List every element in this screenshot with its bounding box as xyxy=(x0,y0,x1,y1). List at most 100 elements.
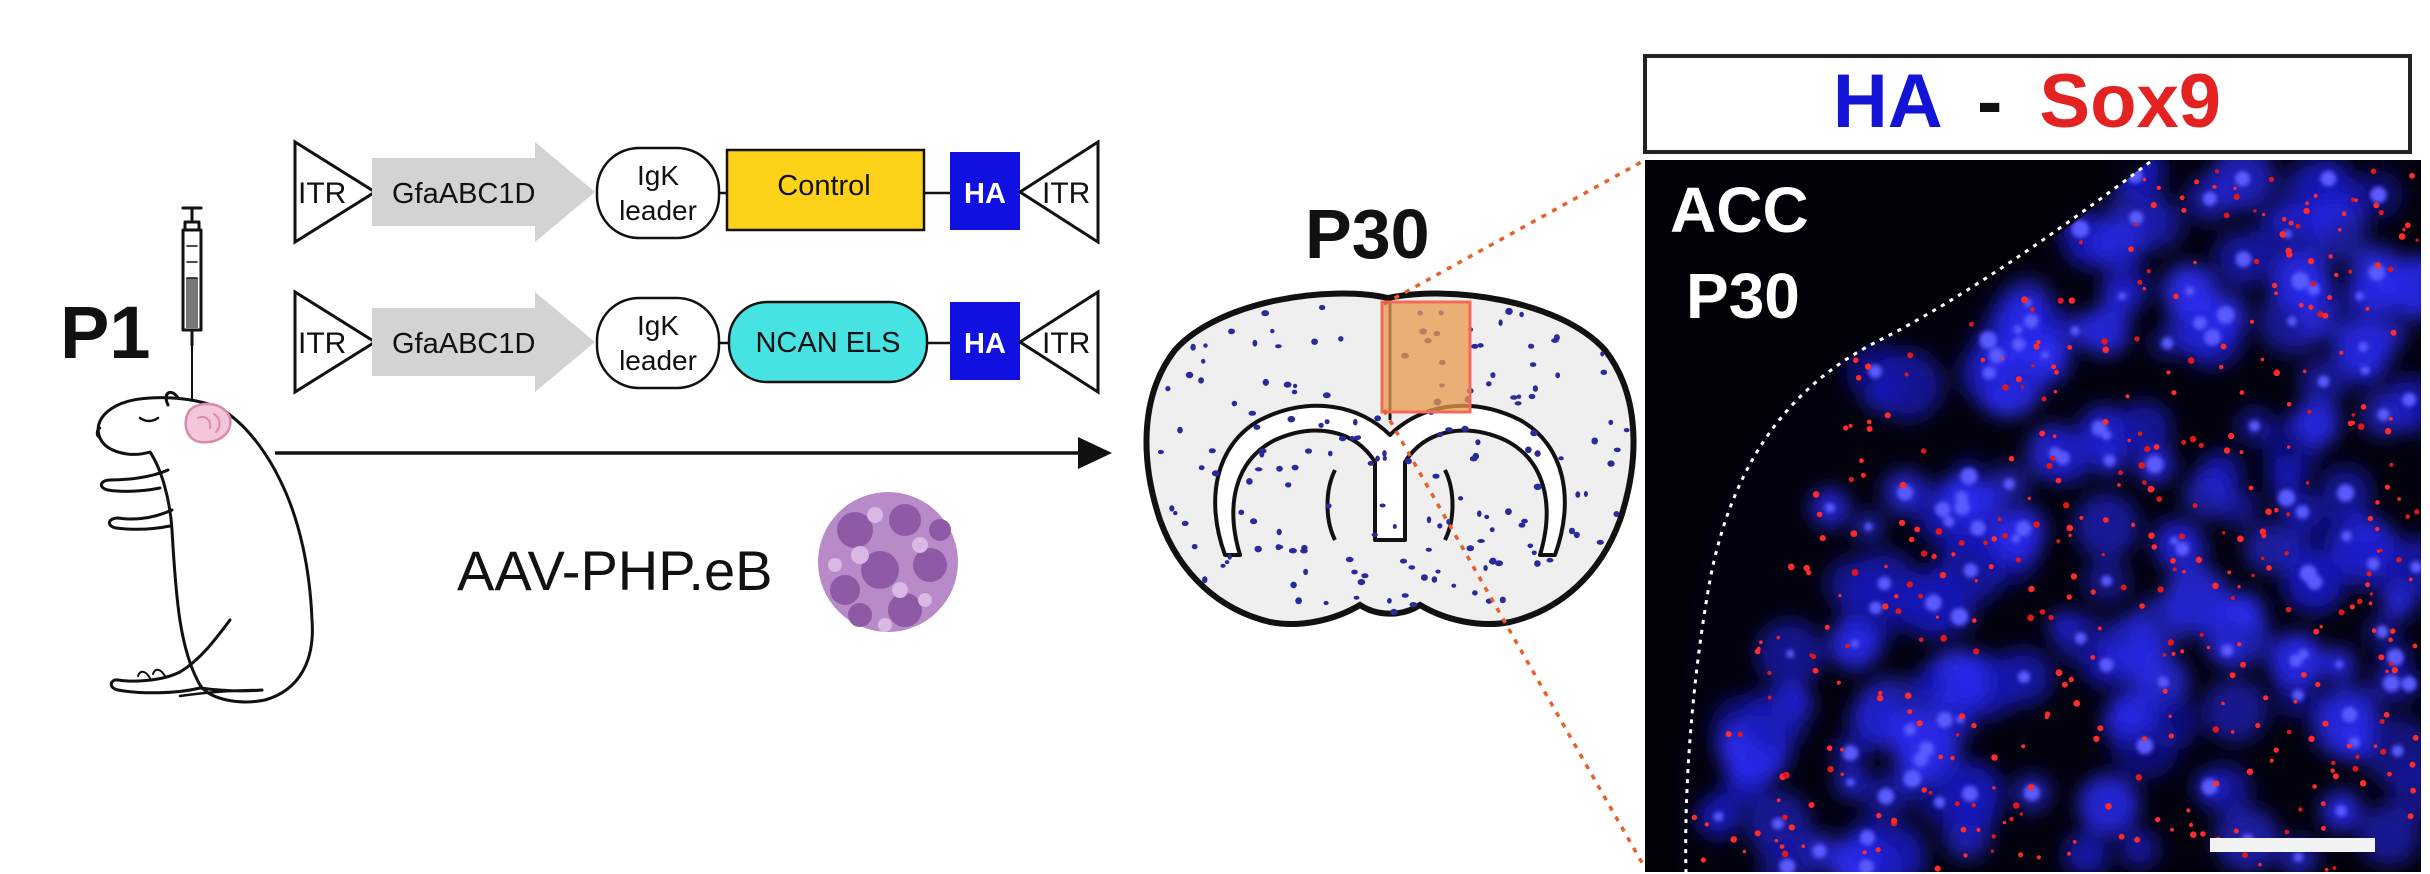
sox9-nucleus xyxy=(2356,598,2363,605)
sox9-nucleus xyxy=(2360,404,2367,410)
sox9-nucleus xyxy=(1836,680,1841,685)
cell-dot xyxy=(1533,483,1542,490)
itr-left-shape xyxy=(293,289,378,395)
sox9-nucleus xyxy=(2036,855,2041,860)
sox9-nucleus xyxy=(2102,419,2109,425)
ha-signal-blob xyxy=(1913,667,1946,700)
sox9-nucleus xyxy=(1827,766,1834,773)
sox9-nucleus xyxy=(2179,533,2185,540)
sox9-nucleus xyxy=(2313,628,2320,635)
sox9-nucleus xyxy=(2070,573,2078,580)
sox9-nucleus xyxy=(2155,816,2161,823)
sox9-nucleus xyxy=(2190,831,2197,838)
cell-dot xyxy=(1471,343,1479,349)
sox9-nucleus xyxy=(1991,536,1997,542)
ha-signal-core xyxy=(1772,817,1784,830)
sox9-nucleus xyxy=(2352,765,2359,772)
ha-signal-core xyxy=(1869,601,1883,615)
sox9-nucleus xyxy=(2298,807,2303,812)
cell-dot xyxy=(1498,319,1503,327)
sox9-nucleus xyxy=(2389,462,2394,467)
ha-signal-core xyxy=(1877,576,1892,591)
sox9-nucleus xyxy=(2380,748,2387,755)
sox9-nucleus xyxy=(2412,643,2418,649)
ha-signal-core xyxy=(2336,484,2355,502)
sox9-nucleus xyxy=(2346,743,2352,749)
age-label: P30 xyxy=(1686,260,1800,332)
sox9-nucleus xyxy=(2369,592,2373,596)
ha-signal-blob xyxy=(2203,678,2268,743)
cell-dot xyxy=(1420,574,1428,581)
ha-signal-core xyxy=(1955,491,1969,504)
cell-dot xyxy=(1262,378,1270,386)
itr-right-label: ITR xyxy=(1042,327,1090,360)
sox9-nucleus xyxy=(2166,370,2171,375)
cell-dot xyxy=(1532,385,1538,392)
ha-signal-blob xyxy=(1984,385,2014,414)
cell-dot xyxy=(1495,560,1503,567)
cell-dot xyxy=(1489,527,1495,533)
sox9-nucleus xyxy=(2139,603,2145,609)
sox9-nucleus xyxy=(1884,564,1888,569)
sox9-nucleus xyxy=(1992,786,1996,790)
sox9-nucleus xyxy=(2028,585,2035,593)
sox9-nucleus xyxy=(2263,695,2269,701)
sox9-nucleus xyxy=(2286,512,2291,517)
sox9-nucleus xyxy=(2373,202,2380,209)
sox9-nucleus xyxy=(2142,177,2147,182)
cell-dot xyxy=(1379,503,1386,508)
sox9-nucleus xyxy=(1756,646,1761,651)
ha-signal-core xyxy=(2221,644,2234,657)
sox9-nucleus xyxy=(2056,539,2061,544)
sox9-nucleus xyxy=(2057,297,2064,304)
sox9-nucleus xyxy=(2200,831,2206,837)
ha-signal-blob xyxy=(2116,401,2172,456)
sox9-nucleus xyxy=(2008,455,2015,462)
sox9-nucleus xyxy=(2033,521,2040,528)
sox9-nucleus xyxy=(1737,731,1743,738)
cell-dot xyxy=(1390,608,1398,616)
sox9-nucleus xyxy=(2015,557,2022,563)
ha-signal-core xyxy=(2235,171,2251,187)
ha-signal-core xyxy=(2003,478,2015,490)
sox9-nucleus xyxy=(2286,729,2292,735)
sox9-nucleus xyxy=(2213,780,2220,787)
sox9-nucleus xyxy=(2050,455,2056,461)
sox9-nucleus xyxy=(2212,726,2220,733)
sox9-nucleus xyxy=(2351,197,2356,202)
cell-dot xyxy=(1254,545,1262,553)
cell-dot xyxy=(1338,336,1344,342)
ha-signal-core xyxy=(2129,210,2144,226)
itr-right-shape xyxy=(1017,289,1100,395)
ha-signal-core xyxy=(2287,316,2297,326)
cell-dot xyxy=(1477,539,1485,543)
sox9-nucleus xyxy=(1891,817,1898,824)
sox9-nucleus xyxy=(1931,553,1937,560)
ha-signal-core xyxy=(2335,660,2344,669)
sox9-nucleus xyxy=(2390,329,2397,336)
sox9-nucleus xyxy=(2015,376,2022,383)
sox9-nucleus xyxy=(2120,584,2127,591)
sox9-nucleus xyxy=(2219,364,2224,370)
sox9-nucleus xyxy=(1812,491,1820,498)
ha-signal-core xyxy=(1864,522,1873,531)
sox9-nucleus xyxy=(2027,614,2034,622)
sox9-nucleus xyxy=(2206,645,2211,650)
sox9-nucleus xyxy=(1826,745,1833,751)
ha-signal-core xyxy=(2103,454,2116,467)
construct-control: ITR GfaABC1D IgK leader Control HA ITR xyxy=(293,139,1100,245)
sox9-nucleus xyxy=(1988,564,1994,570)
cell-dot xyxy=(1499,596,1506,604)
sox9-nucleus xyxy=(2173,293,2179,300)
sox9-nucleus xyxy=(2195,556,2203,564)
promoter-arrow xyxy=(372,292,595,392)
sox9-nucleus xyxy=(2273,747,2279,753)
ha-signal-core xyxy=(1935,501,1951,518)
sox9-nucleus xyxy=(2031,364,2035,368)
cell-dot xyxy=(1475,439,1481,446)
sox9-nucleus xyxy=(2253,258,2260,265)
cell-dot xyxy=(1367,461,1375,466)
sox9-nucleus xyxy=(2383,711,2390,718)
cell-dot xyxy=(1353,595,1360,600)
sox9-nucleus xyxy=(2189,822,2194,828)
